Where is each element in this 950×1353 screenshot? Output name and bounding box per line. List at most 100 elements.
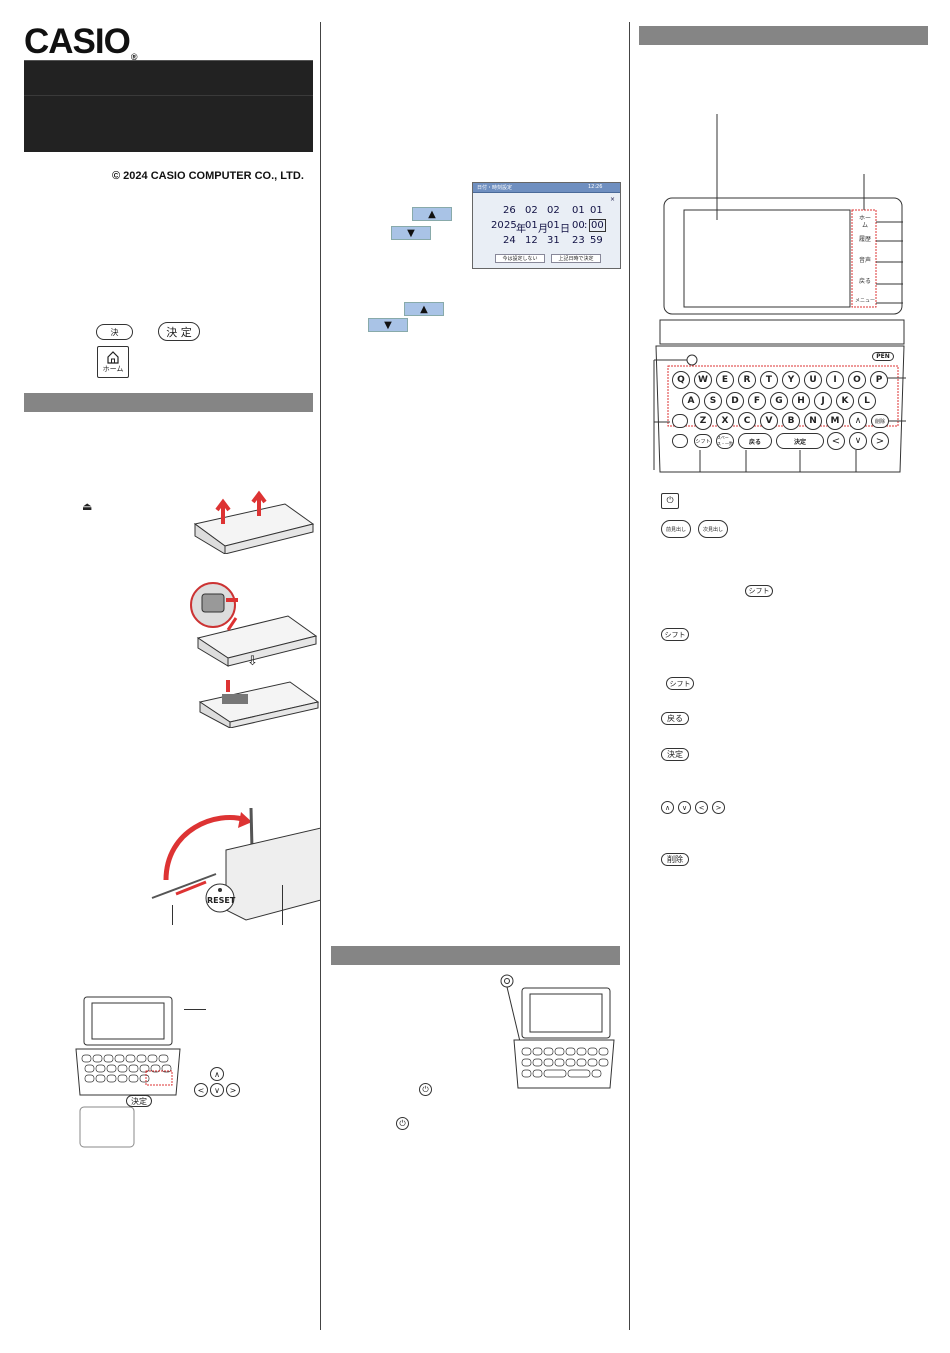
- kettei-key-small: 決定: [126, 1095, 152, 1107]
- reset-illustration: [151, 807, 321, 921]
- key-r: R: [738, 371, 756, 389]
- key-kettei-icon: 決 定: [158, 322, 200, 341]
- skip-setting-button[interactable]: 今は設定しない: [495, 254, 545, 263]
- hour-above: 01: [572, 205, 585, 216]
- keyboard-row-3: Z X C V B N M: [694, 412, 854, 432]
- side-button-voice: 音声: [858, 257, 871, 264]
- reset-label: RESET: [207, 896, 236, 905]
- arrow-keys-icons: ∧ ∨ < >: [661, 801, 731, 815]
- day-below: 31: [547, 235, 560, 246]
- key-a: A: [682, 392, 700, 410]
- key-space: スペース・一覧: [716, 433, 734, 449]
- key-d: D: [726, 392, 744, 410]
- shift-key-icon: シフト: [661, 628, 689, 641]
- screen-title: 日付・時刻設定: [477, 185, 513, 191]
- datetime-setting-screen: 日付・時刻設定 12:26 × 26 02 02 01 01 20 25 年 0…: [472, 182, 621, 269]
- side-button-back: 戻る: [858, 278, 871, 285]
- battery-insert-illustration: [190, 582, 318, 667]
- callout-line: [184, 1009, 206, 1010]
- casio-logo: CASIO®: [24, 22, 137, 62]
- hour-value: 00: [572, 220, 585, 231]
- key-s: S: [704, 392, 722, 410]
- key-down-arrow: ∨: [849, 432, 867, 450]
- key-f: F: [748, 392, 766, 410]
- up-arrow-icon: ∧: [210, 1067, 224, 1081]
- key-j: J: [814, 392, 832, 410]
- device-small-illustration: [75, 996, 181, 1148]
- key-e: E: [716, 371, 734, 389]
- time-colon: :: [584, 220, 588, 231]
- modoru-key-icon: 戻る: [661, 712, 689, 725]
- month-value: 01: [525, 220, 538, 231]
- key-shift: シフト: [694, 434, 712, 448]
- key-w: W: [694, 371, 712, 389]
- key-v: V: [760, 412, 778, 430]
- column-divider: [629, 22, 630, 1330]
- key-u: U: [804, 371, 822, 389]
- left-arrow-icon: <: [695, 801, 708, 814]
- keyboard-row-2: A S D F G H J K L: [682, 392, 892, 412]
- key-c: C: [738, 412, 756, 430]
- battery-closed-illustration: [198, 680, 320, 728]
- column-divider: [320, 22, 321, 1330]
- power-key-icon: ⏻: [661, 493, 679, 509]
- key-right-arrow: >: [871, 432, 889, 450]
- prev-headword-key-icon: 前見出し: [661, 520, 691, 538]
- sakujo-key-icon: 削除: [661, 853, 689, 866]
- key-modoru: 戻る: [738, 433, 772, 449]
- screen-clock: 12:26: [588, 184, 603, 190]
- day-value: 01: [547, 220, 560, 231]
- copyright-text: © 2024 CASIO COMPUTER CO., LTD.: [112, 170, 304, 182]
- month-unit: 月: [538, 224, 548, 235]
- screen-header: [473, 183, 620, 193]
- key-ketsu-small-icon: 決: [96, 324, 133, 340]
- key-z: Z: [694, 412, 712, 430]
- next-headword-key-icon: 次見出し: [698, 520, 728, 538]
- key-k: K: [836, 392, 854, 410]
- key-g: G: [770, 392, 788, 410]
- power-icon: ⏻: [419, 1083, 432, 1096]
- year-value: 25: [504, 220, 517, 231]
- minute-below: 59: [590, 235, 603, 246]
- key-i: I: [826, 371, 844, 389]
- home-key-icon: ホーム: [97, 346, 129, 378]
- minute-value: 00: [589, 219, 606, 232]
- power-icon-2: ⏻: [396, 1117, 409, 1130]
- up-arrow-icon: ∧: [661, 801, 674, 814]
- callout-line: [172, 905, 173, 925]
- up-triangle-key-2: ▲: [404, 302, 444, 316]
- callout-line: [282, 885, 283, 925]
- key-q: Q: [672, 371, 690, 389]
- key-l: L: [858, 392, 876, 410]
- century-value: 20: [491, 220, 504, 231]
- close-icon: ×: [610, 196, 616, 203]
- key-m: M: [826, 412, 844, 430]
- down-arrow-icon: ∨: [210, 1083, 224, 1097]
- year-below: 24: [503, 235, 516, 246]
- key-t: T: [760, 371, 778, 389]
- right-arrow-icon: >: [226, 1083, 240, 1097]
- shift-key-icon-inline: シフト: [745, 585, 773, 597]
- key-x: X: [716, 412, 734, 430]
- section-bar-2: [331, 946, 620, 965]
- side-button-menu: メニュー: [855, 298, 876, 304]
- month-above: 02: [525, 205, 538, 216]
- section-bar-1: [24, 393, 313, 412]
- device-power-illustration: [500, 974, 615, 1089]
- side-button-history: 履歴: [858, 236, 871, 243]
- key-b: B: [782, 412, 800, 430]
- confirm-setting-button[interactable]: 上記日時で決定: [551, 254, 601, 263]
- pen-key: PEN: [872, 352, 894, 361]
- year-unit: 年: [516, 224, 526, 235]
- shift-key-icon-2: シフト: [666, 677, 694, 690]
- title-banner: [24, 60, 313, 152]
- section-bar-3: [639, 26, 928, 45]
- key-page-down: [672, 434, 688, 448]
- down-arrow-icon: ∨: [678, 801, 691, 814]
- year-above: 26: [503, 205, 516, 216]
- key-kettei: 決定: [776, 433, 824, 449]
- left-arrow-icon: <: [194, 1083, 208, 1097]
- key-o: O: [848, 371, 866, 389]
- day-unit: 日: [560, 224, 570, 235]
- key-h: H: [792, 392, 810, 410]
